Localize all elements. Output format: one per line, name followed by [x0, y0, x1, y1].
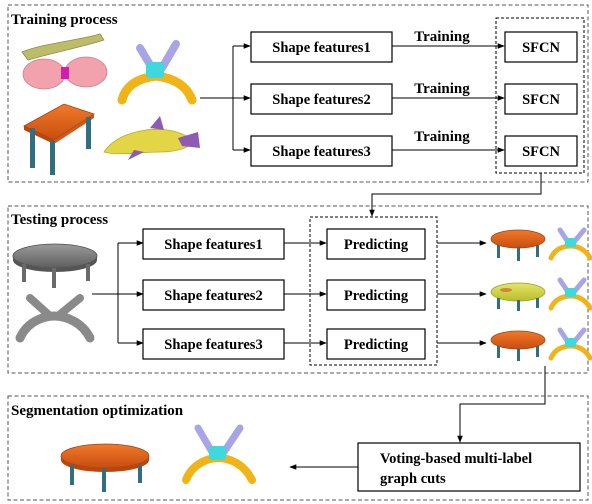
train-feature-label-3: Shape features3 [272, 144, 370, 160]
sfcn-box-3 [504, 135, 578, 167]
predicting-label-1: Predicting [344, 237, 409, 253]
test-feature-box-3 [142, 328, 285, 360]
predicting-box-3 [326, 328, 426, 360]
segmented-chair-base [182, 424, 256, 484]
predicting-label-2: Predicting [344, 288, 409, 304]
sfcn-group [495, 17, 585, 174]
segmented-chair-base [548, 327, 592, 361]
training-edge-label-1: Training [414, 29, 470, 45]
table-model [23, 103, 95, 175]
predicting-label-3: Predicting [344, 337, 409, 353]
gray-chair-base-model [15, 294, 95, 343]
optimization-panel-title: Segmentation optimization [11, 403, 184, 419]
test-feature-label-3: Shape features3 [164, 337, 262, 353]
training-edge-label-2: Training [414, 81, 470, 97]
training-panel [7, 4, 589, 183]
train-feature-box-2 [250, 83, 393, 115]
segmented-chair-base [548, 227, 592, 261]
segmented-table [490, 330, 546, 361]
test-feature-label-1: Shape features1 [164, 237, 262, 253]
testing-panel-title: Testing process [11, 212, 108, 228]
dolphin-model [103, 116, 200, 160]
training-edge-label-3: Training [414, 129, 470, 145]
glasses-model [21, 33, 108, 90]
train-feature-box-1 [250, 31, 393, 63]
segmented-table [60, 443, 150, 492]
optimization-panel [7, 395, 589, 501]
predicting-box-1 [326, 228, 426, 260]
chair-base-model [117, 40, 197, 105]
predicting-box-2 [326, 279, 426, 311]
sfcn-box-2 [504, 83, 578, 115]
sfcn-label-3: SFCN [522, 144, 560, 160]
train-feature-box-3 [250, 135, 393, 167]
predicting-group [309, 216, 438, 366]
segmented-table [490, 282, 546, 311]
sfcn-label-1: SFCN [522, 40, 560, 56]
sfcn-box-1 [504, 31, 578, 63]
training-panel-title: Training process [11, 12, 118, 28]
train-feature-label-2: Shape features2 [272, 92, 370, 108]
gray-table-model [12, 243, 98, 288]
train-feature-label-1: Shape features1 [272, 40, 370, 56]
test-feature-box-2 [142, 279, 285, 311]
sfcn-label-2: SFCN [522, 92, 560, 108]
testing-panel [7, 205, 589, 374]
graph-cuts-label-line1: Voting-based multi-label [380, 451, 532, 467]
test-feature-box-1 [142, 228, 285, 260]
graph-cuts-label-line2: graph cuts [380, 471, 446, 487]
graph-cuts-box [357, 442, 581, 492]
segmented-chair-base [548, 277, 592, 311]
segmented-table [490, 229, 546, 261]
test-feature-label-2: Shape features2 [164, 288, 262, 304]
